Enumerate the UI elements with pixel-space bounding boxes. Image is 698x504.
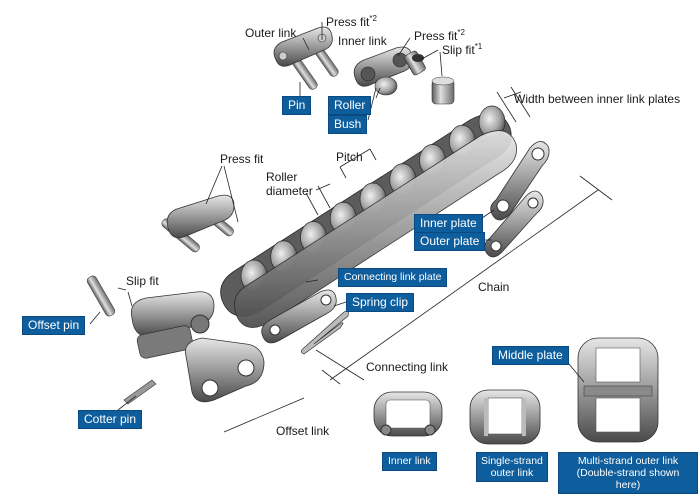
main-chain — [220, 105, 517, 328]
tag-multi-strand: Multi-strand outer link (Double-strand s… — [558, 452, 698, 494]
tag-single-strand: Single-strand outer link — [476, 452, 548, 482]
label-chain: Chain — [478, 280, 510, 294]
label-offset-link: Offset link — [276, 424, 330, 438]
label-connecting-link: Connecting link — [366, 360, 449, 374]
label-press-fit-right: Press fit*2 — [414, 26, 465, 43]
label-press-fit-top: Press fit*2 — [326, 12, 377, 29]
offset-link-shape — [130, 291, 265, 403]
press-fit-outer-link — [161, 194, 235, 253]
tag-cotter-pin: Cotter pin — [78, 410, 143, 429]
tag-offset-pin: Offset pin — [22, 316, 86, 335]
note-slip-fit-top: *1 — [474, 42, 483, 51]
tag-pin: Pin — [282, 96, 312, 115]
loose-plates — [484, 141, 550, 258]
label-outer-link: Outer link — [245, 26, 297, 40]
label-pitch: Pitch — [336, 150, 363, 164]
label-roller-diameter: Roller diameter — [266, 170, 313, 198]
tag-outer-plate: Outer plate — [414, 232, 486, 251]
tag-connecting-link-plate: Connecting link plate — [338, 268, 448, 287]
bottom-single-strand — [469, 389, 541, 445]
chain-dimension — [321, 175, 613, 385]
tag-roller: Roller — [328, 96, 372, 115]
outer-link-parts — [273, 26, 339, 90]
note-press-fit-right: *2 — [457, 28, 465, 37]
label-press-fit-top-text: Press fit — [326, 15, 370, 29]
cotter-pin-shape — [123, 379, 157, 405]
tag-inner-link-bottom: Inner link — [382, 452, 437, 471]
tag-spring-clip: Spring clip — [346, 293, 415, 312]
bottom-inner-link — [373, 391, 443, 437]
connecting-link-dim — [315, 349, 365, 381]
tag-bush: Bush — [328, 115, 368, 134]
offset-pin-shape — [86, 275, 116, 317]
label-press-fit-left: Press fit — [220, 152, 264, 166]
connecting-link-plate — [261, 289, 337, 344]
tag-inner-plate: Inner plate — [414, 214, 483, 233]
pitch-markers — [305, 148, 377, 216]
label-width-between: Width between inner link plates — [514, 92, 681, 106]
note-press-fit-top: *2 — [369, 14, 377, 23]
tag-middle-plate: Middle plate — [492, 346, 569, 365]
label-slip-fit-top-text: Slip fit — [442, 43, 475, 57]
label-press-fit-right-text: Press fit — [414, 29, 458, 43]
label-slip-fit-left: Slip fit — [126, 274, 159, 288]
inner-link-parts — [353, 46, 455, 105]
label-slip-fit-top: Slip fit*1 — [442, 40, 482, 57]
label-inner-link: Inner link — [338, 34, 387, 48]
bottom-multi-strand — [577, 337, 659, 443]
